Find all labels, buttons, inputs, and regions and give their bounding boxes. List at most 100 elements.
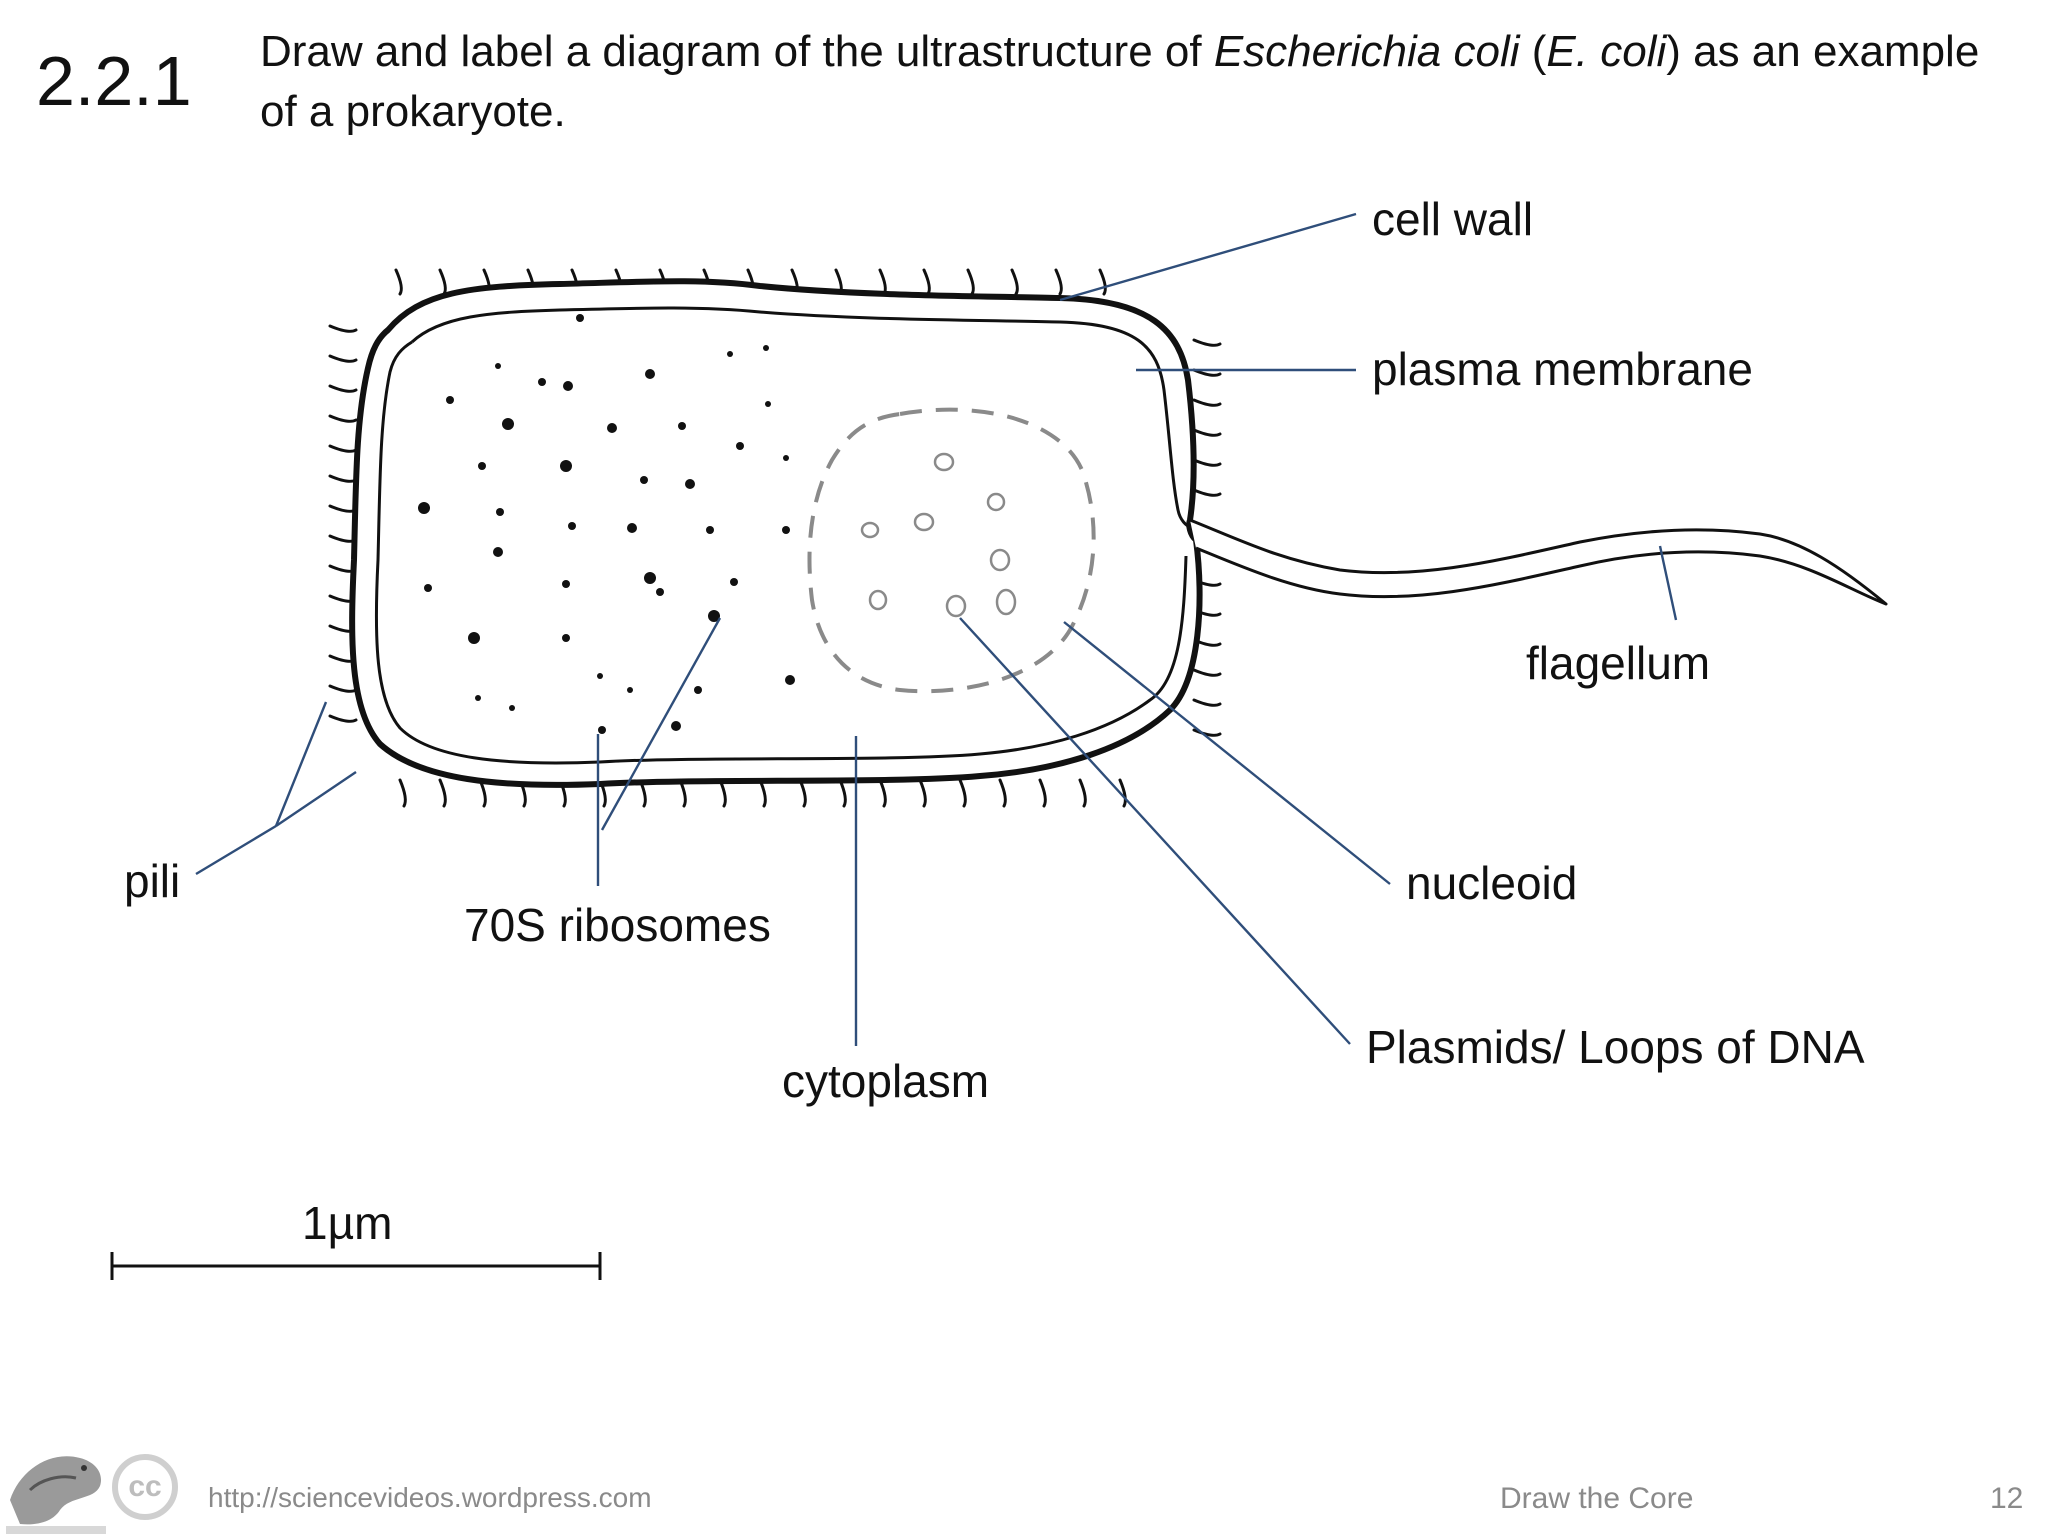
- plasmid-loop: [868, 589, 888, 611]
- pilus-hair: [878, 268, 887, 296]
- nucleoid-region: [807, 407, 1096, 694]
- ribosome-dot: [475, 695, 481, 701]
- pilus-hair: [394, 268, 403, 296]
- label-ribosomes: 70S ribosomes: [464, 899, 771, 951]
- ribosome-dot: [678, 422, 686, 430]
- leader-cell-wall: [1059, 212, 1357, 302]
- lizard-logo-icon: [0, 1430, 120, 1536]
- leader-lines: [195, 212, 1678, 1046]
- pilus-hair: [1038, 778, 1047, 808]
- leader-ribosomes-b: [600, 617, 722, 831]
- ribosome-dot: [418, 502, 430, 514]
- pilus-hair: [758, 778, 767, 808]
- ribosome-dot: [478, 462, 486, 470]
- section-number: 2.2.1: [36, 42, 192, 120]
- creative-commons-icon: cc: [112, 1454, 178, 1520]
- leader-pili-3: [275, 771, 357, 827]
- ribosome-dot: [560, 460, 572, 472]
- pilus-hair: [328, 714, 358, 723]
- ribosome-dot: [685, 479, 695, 489]
- ribosome-dot: [495, 363, 501, 369]
- pilus-hair: [438, 778, 447, 808]
- heading-italic-abbrev: E. coli: [1546, 27, 1667, 76]
- ribosome-dot: [493, 547, 503, 557]
- footer-title: Draw the Core: [1500, 1482, 1694, 1515]
- ribosome-dot: [502, 418, 514, 430]
- pilus-hair: [1192, 488, 1222, 497]
- pilus-hair: [1192, 668, 1222, 677]
- pilus-hair: [1192, 398, 1222, 407]
- flagellum-shape: [1189, 518, 1888, 606]
- plasmid-loop: [945, 594, 967, 618]
- ribosome-dot: [509, 705, 515, 711]
- leader-pili-2: [274, 701, 328, 827]
- cell-wall-outline: [349, 278, 1203, 788]
- ribosome-dot: [694, 686, 702, 694]
- plasmid-loop: [860, 521, 880, 539]
- pilus-hair: [328, 354, 358, 363]
- pilus-hair: [958, 778, 967, 808]
- ribosome-dot: [708, 610, 720, 622]
- heading-text-2: (: [1519, 27, 1547, 76]
- leader-flagellum: [1658, 545, 1678, 621]
- ribosome-dot: [598, 726, 606, 734]
- pilus-hair: [398, 778, 407, 808]
- pilus-hair: [998, 778, 1007, 808]
- pilus-hair: [798, 778, 807, 808]
- pilus-hair: [328, 504, 358, 513]
- pilus-hair: [328, 414, 358, 423]
- ribosome-dot: [644, 572, 656, 584]
- pilus-hair: [328, 384, 358, 393]
- ribosome-dot: [656, 588, 664, 596]
- label-cell-wall: cell wall: [1372, 193, 1534, 245]
- ribosome-dot: [538, 378, 546, 386]
- plasmid-loop: [989, 548, 1011, 572]
- plasma-membrane-outline: [410, 306, 1193, 530]
- pilus-hair: [438, 268, 447, 296]
- scale-bar-label: 1µm: [302, 1197, 393, 1249]
- plasmid-loop: [986, 492, 1006, 512]
- heading-text-3: ) as an example of a prokaryote.: [260, 27, 1980, 136]
- ribosome-dot: [640, 476, 648, 484]
- ribosome-dot: [763, 345, 769, 351]
- pilus-hair: [1078, 778, 1087, 808]
- ribosome-dot: [597, 673, 603, 679]
- leader-plasmids: [959, 617, 1351, 1045]
- ribosome-dot: [563, 381, 573, 391]
- pilus-hair: [1010, 268, 1019, 296]
- leader-nucleoid: [1063, 621, 1391, 885]
- slide-heading: Draw and label a diagram of the ultrastr…: [260, 22, 1980, 142]
- pilus-hair: [1192, 698, 1222, 707]
- pilus-hair: [1192, 458, 1222, 467]
- pilus-hair: [328, 684, 358, 693]
- ribosome-dot: [785, 675, 795, 685]
- pilus-hair: [328, 444, 358, 453]
- pilus-hair: [1192, 728, 1222, 737]
- plasmid-loop: [913, 512, 935, 532]
- ribosome-dots: [418, 314, 795, 734]
- ribosome-dot: [568, 522, 576, 530]
- ribosome-dot: [424, 584, 432, 592]
- ribosome-dot: [562, 634, 570, 642]
- ribosome-dot: [562, 580, 570, 588]
- pilus-hair: [838, 778, 847, 808]
- ribosome-dot: [645, 369, 655, 379]
- label-plasma-membrane: plasma membrane: [1372, 343, 1753, 395]
- label-cytoplasm: cytoplasm: [782, 1055, 990, 1107]
- ribosome-dot: [736, 442, 744, 450]
- pilus-hair: [1192, 338, 1222, 347]
- pilus-hair: [1098, 268, 1107, 296]
- plasma-membrane-outline-lower: [374, 340, 1188, 765]
- pilus-hair: [1192, 428, 1222, 437]
- plasmid-loops: [860, 452, 1017, 618]
- pilus-hair: [1192, 368, 1222, 377]
- ribosome-dot: [730, 578, 738, 586]
- pilus-hair: [918, 778, 927, 808]
- plasmid-loop: [933, 452, 955, 472]
- page-number: 12: [1990, 1482, 2024, 1515]
- plasmid-loop: [995, 588, 1017, 616]
- footer-url-link[interactable]: http://sciencevideos.wordpress.com: [208, 1482, 652, 1513]
- ribosome-dot: [576, 314, 584, 322]
